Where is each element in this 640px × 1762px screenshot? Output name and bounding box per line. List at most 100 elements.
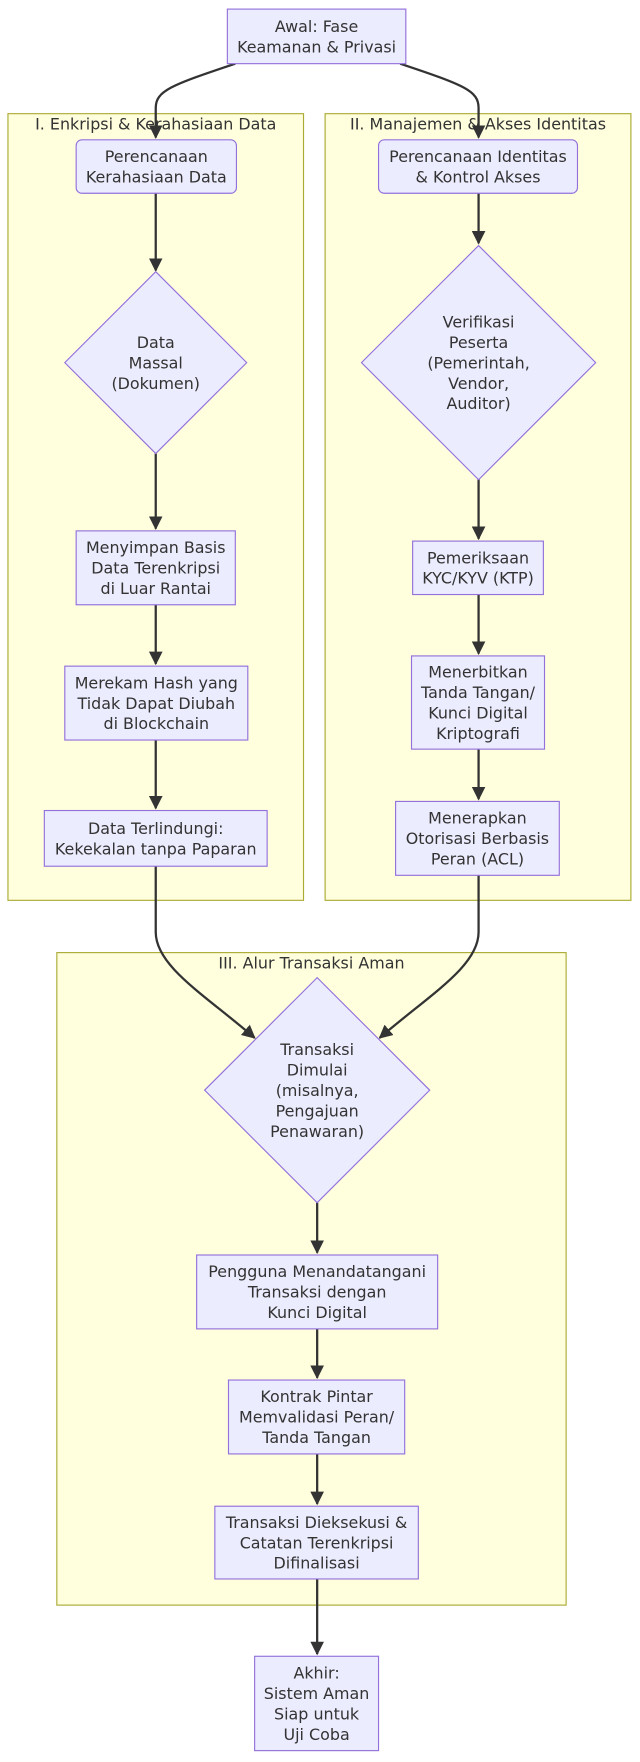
node-label-line: Uji Coba: [283, 1725, 349, 1744]
node-label: Transaksi Dieksekusi &Catatan Terenkrips…: [225, 1513, 407, 1573]
node-shape: [395, 800, 560, 876]
node-label-line: Menyimpan Basis: [86, 538, 226, 557]
edge-arrow: [399, 62, 486, 139]
node-shape: [410, 655, 546, 750]
node-label: Data Terlindungi:Kekekalan tanpa Paparan: [55, 819, 257, 858]
node-label-line: Kunci Digital: [267, 1303, 367, 1322]
node-shape: [203, 976, 431, 1204]
node-label-line: Data: [137, 333, 175, 352]
node-label-line: Merekam Hash yang: [75, 673, 238, 692]
node-label-line: KYC/KYV (KTP): [422, 569, 534, 588]
node-shape: [226, 8, 407, 65]
node-shape: [64, 665, 249, 741]
node-label-line: Dimulai: [287, 1060, 348, 1079]
node-label-line: Menerapkan: [428, 809, 527, 828]
node-label-line: Peserta: [449, 333, 508, 352]
edge-arrow: [378, 875, 480, 1039]
node-data-protected: Data Terlindungi:Kekekalan tanpa Paparan: [43, 809, 268, 867]
node-label-line: Pemeriksaan: [427, 548, 529, 567]
node-label-line: Data Terenkripsi: [91, 559, 220, 578]
node-shape: [196, 1254, 439, 1330]
node-label-line: Awal: Fase: [275, 17, 358, 36]
node-label-line: & Kontrol Akses: [416, 167, 541, 186]
node-label-line: Tanda Tangan/: [420, 683, 536, 702]
node-shape: [43, 809, 268, 867]
node-label: Perencanaan Identitas& Kontrol Akses: [389, 147, 567, 186]
node-label-line: di Luar Rantai: [100, 579, 211, 598]
node-label-line: Siap untuk: [274, 1704, 360, 1723]
node-label-line: Data Terlindungi:: [88, 819, 223, 838]
node-label-line: di Blockchain: [103, 714, 209, 733]
node-label-line: Vendor,: [448, 374, 509, 393]
node-label-line: (Pemerintah,: [427, 353, 529, 372]
node-transaction-executed: Transaksi Dieksekusi &Catatan Terenkrips…: [214, 1505, 419, 1580]
node-label-line: Akhir:: [293, 1663, 339, 1682]
node-label-line: Penawaran): [270, 1122, 364, 1141]
node-label-line: Kerahasiaan Data: [86, 167, 227, 186]
node-label-line: Sistem Aman: [264, 1684, 370, 1703]
node-shape: [360, 244, 597, 481]
node-label-line: Verifikasi: [443, 312, 515, 331]
node-label-line: Menerbitkan: [428, 663, 527, 682]
node-shape: [377, 139, 579, 194]
node-label-line: Auditor): [446, 394, 510, 413]
node-label-line: Otorisasi Berbasis: [406, 829, 549, 848]
node-label-line: Perencanaan: [105, 147, 208, 166]
node-label-line: Massal: [129, 353, 183, 372]
node-label-line: Kriptografi: [436, 724, 520, 743]
node-label-line: Difinalisasi: [274, 1554, 360, 1573]
node-planning-identity: Perencanaan Identitas& Kontrol Akses: [377, 139, 579, 194]
node-shape: [227, 1379, 406, 1455]
node-label-line: Kunci Digital: [428, 703, 528, 722]
node-label-line: (misalnya,: [276, 1081, 359, 1100]
cluster-title: III. Alur Transaksi Aman: [218, 954, 404, 973]
node-label-line: Perencanaan Identitas: [389, 147, 567, 166]
node-label-line: Transaksi Dieksekusi &: [225, 1513, 407, 1532]
node-label-line: Catatan Terenkripsi: [240, 1533, 394, 1552]
node-label-line: Keamanan & Privasi: [237, 37, 396, 56]
node-label-line: Peran (ACL): [431, 850, 524, 869]
node-label-line: Pengajuan: [276, 1101, 359, 1120]
node-label-line: Tanda Tangan: [261, 1428, 371, 1447]
node-shape: [63, 270, 248, 455]
node-label-line: Memvalidasi Peran/: [239, 1408, 395, 1427]
edge-arrow: [154, 866, 256, 1039]
node-shape: [412, 540, 544, 596]
node-shape: [214, 1505, 419, 1580]
node-shape: [75, 530, 236, 606]
node-label-line: Pengguna Menandatangani: [208, 1262, 426, 1281]
node-label-line: Transaksi dengan: [247, 1283, 387, 1302]
node-shape: [75, 139, 238, 194]
node-label-line: Tidak Dapat Diubah: [77, 694, 236, 713]
edge-arrow: [148, 62, 236, 139]
node-label-line: (Dokumen): [111, 374, 200, 393]
node-label-line: Kekekalan tanpa Paparan: [55, 839, 257, 858]
